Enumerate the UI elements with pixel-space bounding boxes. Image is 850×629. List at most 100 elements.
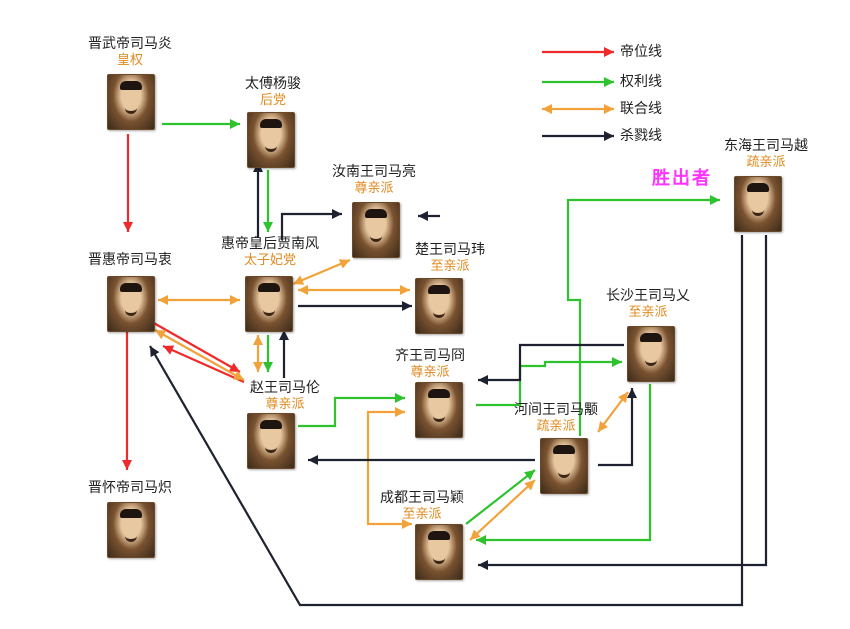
arrowhead [476, 535, 486, 545]
node-label-yang-jun: 太傅杨骏 后党 [213, 76, 333, 109]
legend-label-succession: 帝位线 [620, 44, 662, 60]
arrowhead [150, 346, 160, 358]
node-label-sima-ai: 长沙王司马乂 至亲派 [588, 288, 708, 321]
portrait-sima-lun [247, 413, 295, 469]
node-label-sima-yan: 晋武帝司马炎 皇权 [70, 36, 190, 69]
arrowhead [293, 275, 305, 285]
arrowhead [598, 421, 608, 432]
node-label-sima-zhong: 晋惠帝司马衷 [70, 252, 190, 269]
edge-alliance [154, 329, 245, 381]
node-faction: 后党 [259, 93, 286, 108]
arrowhead [542, 104, 552, 114]
arrowhead [710, 195, 720, 205]
node-faction: 至亲派 [430, 259, 470, 274]
node-name: 晋惠帝司马衷 [88, 252, 172, 268]
legend-swatch-alliance [542, 104, 614, 114]
portrait-sima-zhong [107, 276, 155, 332]
arrowhead [524, 480, 535, 491]
edge-alliance [469, 479, 536, 541]
arrowhead [400, 285, 410, 295]
node-name: 太傅杨骏 [245, 76, 301, 92]
portrait-sima-wei [415, 278, 463, 334]
node-label-jia-nanfeng: 惠帝皇后贾南风 太子妃党 [210, 236, 330, 269]
legend-swatch-kill [542, 131, 614, 141]
arrowhead [230, 295, 240, 305]
node-name: 成都王司马颖 [380, 490, 464, 506]
node-faction: 尊亲派 [410, 365, 450, 380]
arrowhead [604, 131, 614, 141]
portrait-sima-yue [734, 176, 782, 232]
portrait-sima-chi [107, 502, 155, 558]
arrowhead [395, 393, 405, 403]
arrowhead [263, 222, 273, 232]
node-faction: 疏亲派 [746, 155, 786, 170]
edge-succession [151, 321, 241, 373]
arrowhead [470, 529, 481, 540]
legend-item-succession: 帝位线 [538, 42, 718, 62]
arrowhead [618, 392, 628, 403]
arrowhead [604, 104, 614, 114]
arrowhead [155, 330, 167, 340]
node-name: 汝南王司马亮 [332, 164, 416, 180]
portrait-jia-nanfeng [245, 276, 293, 332]
node-name: 长沙王司马乂 [606, 288, 690, 304]
legend-label-power: 权利线 [620, 74, 662, 90]
arrowhead [253, 362, 263, 372]
arrowhead [478, 375, 488, 385]
node-name: 河间王司马颙 [514, 402, 598, 418]
arrowhead [279, 330, 289, 340]
arrowhead [604, 77, 614, 87]
node-label-sima-ying: 成都王司马颖 至亲派 [362, 490, 482, 523]
node-faction: 至亲派 [402, 507, 442, 522]
arrowhead [158, 295, 168, 305]
arrowhead [604, 47, 614, 57]
edge-alliance [292, 258, 351, 286]
node-faction: 至亲派 [628, 305, 668, 320]
edge-power [298, 396, 405, 428]
legend-swatch-succession [542, 47, 614, 57]
node-faction: 尊亲派 [265, 397, 305, 412]
node-name: 惠帝皇后贾南风 [221, 236, 319, 252]
arrowhead [332, 209, 342, 219]
node-label-sima-lun: 赵王司马伦 尊亲派 [225, 380, 345, 413]
arrowhead [627, 388, 637, 398]
arrowhead [478, 560, 488, 570]
node-name: 东海王司马越 [724, 138, 808, 154]
node-faction: 疏亲派 [536, 419, 576, 434]
node-label-sima-chi: 晋怀帝司马炽 [70, 480, 190, 497]
node-name: 赵王司马伦 [250, 380, 320, 396]
arrowhead [228, 362, 240, 372]
portrait-sima-liang [352, 202, 400, 258]
edge-power [465, 469, 536, 525]
node-name: 晋武帝司马炎 [88, 36, 172, 52]
edge-kill [280, 212, 342, 240]
arrowhead [418, 211, 428, 221]
arrowhead [123, 222, 133, 232]
node-name: 齐王司马冏 [395, 348, 465, 364]
node-label-sima-jiong: 齐王司马冏 尊亲派 [370, 348, 490, 381]
edge-alliance [366, 410, 412, 526]
edge-succession [162, 344, 245, 384]
edge-power [476, 360, 622, 407]
portrait-yang-jun [247, 112, 295, 168]
edge-kill [149, 235, 744, 607]
portrait-sima-jiong [415, 382, 463, 438]
node-label-sima-liang: 汝南王司马亮 尊亲派 [314, 164, 434, 197]
arrowhead [308, 455, 318, 465]
legend-swatch-power [542, 77, 614, 87]
node-name: 楚王司马玮 [415, 242, 485, 258]
arrowhead [253, 335, 263, 345]
legend-label-alliance: 联合线 [620, 101, 662, 117]
edge-kill [478, 235, 768, 567]
edge-layer [122, 119, 768, 607]
legend-label-kill: 杀戮线 [620, 128, 662, 144]
node-faction: 太子妃党 [243, 253, 296, 268]
arrowhead [338, 259, 350, 269]
edge-kill [478, 343, 624, 382]
node-label-sima-yong: 河间王司马颙 疏亲派 [496, 402, 616, 435]
edge-power [476, 384, 652, 542]
edge-kill [598, 388, 634, 467]
legend-item-alliance: 联合线 [538, 99, 718, 119]
node-label-sima-wei: 楚王司马玮 至亲派 [390, 242, 510, 275]
